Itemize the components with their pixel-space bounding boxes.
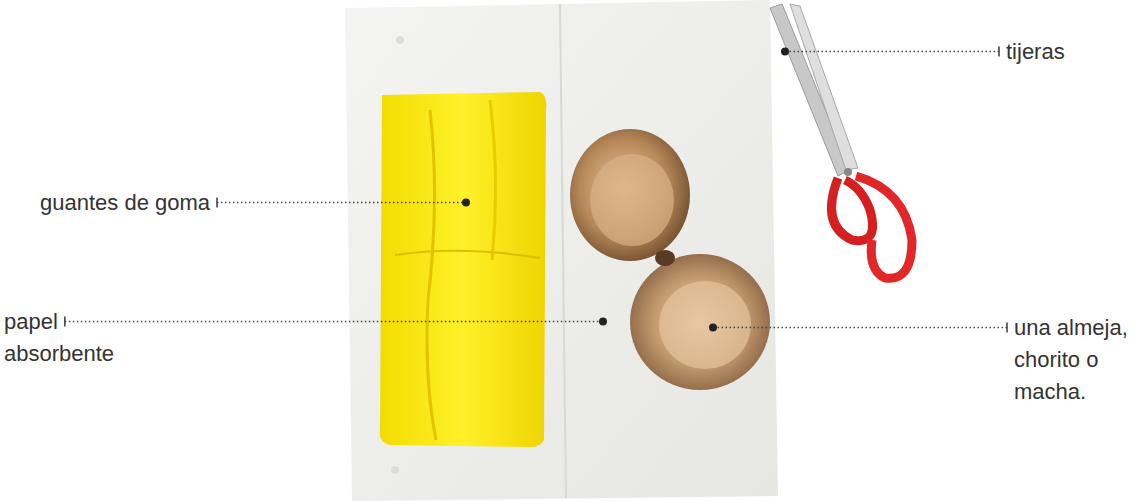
dotted-leader [785, 51, 999, 53]
scissors [770, 4, 912, 278]
leader-tick [998, 47, 1000, 57]
part-label: tijeras [1006, 36, 1136, 68]
leader-dot [709, 324, 717, 332]
leader-line [781, 47, 999, 57]
leader-tick [1006, 323, 1008, 333]
label-text: una almeja, chorito o macha. [1014, 315, 1128, 404]
dotted-leader [217, 202, 466, 204]
leader-dot [462, 199, 470, 207]
clam-shells [570, 129, 770, 390]
part-label: guantes de goma [40, 187, 260, 219]
label-text: tijeras [1006, 39, 1065, 64]
label-text: papel absorbente [4, 309, 114, 366]
label-text: guantes de goma [40, 190, 210, 215]
leader-dot [599, 318, 607, 326]
leader-dot [781, 48, 789, 56]
rubber-gloves [380, 92, 547, 447]
part-label: una almeja, chorito o macha. [1014, 312, 1136, 408]
leader-line [217, 198, 470, 208]
leader-tick [64, 317, 66, 327]
dotted-leader [713, 327, 1007, 329]
paper-towel [345, 0, 778, 501]
leader-line [709, 323, 1007, 333]
leader-tick [216, 198, 218, 208]
dotted-leader [65, 321, 603, 323]
leader-line [65, 317, 607, 327]
part-label: papel absorbente [4, 306, 129, 370]
